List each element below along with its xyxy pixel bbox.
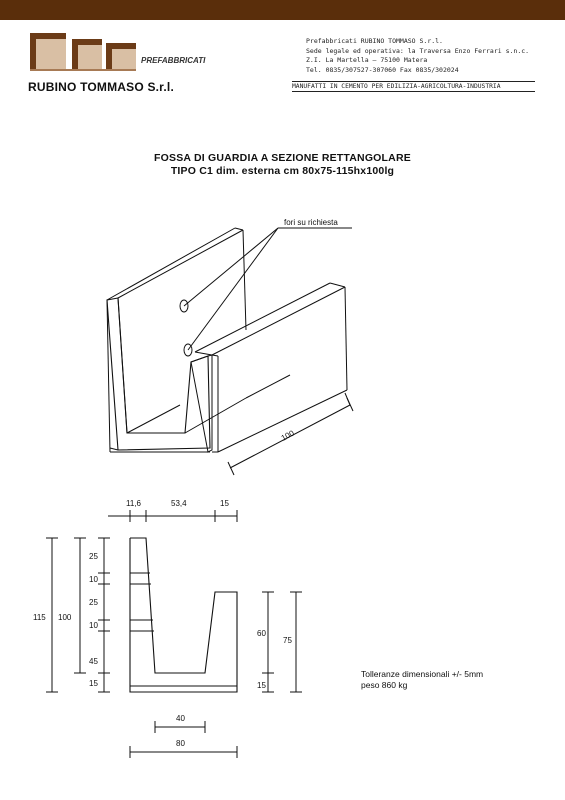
section-view [46,510,302,758]
dim-label: 60 [257,629,266,638]
weight-note: peso 860 kg [361,680,408,690]
address-line: Prefabbricati RUBINO TOMMASO S.r.l. [306,37,443,45]
tolerance-note: Tolleranze dimensionali +/- 5mm [361,669,484,679]
document-title: FOSSA DI GUARDIA A SEZIONE RETTANGOLARE … [0,152,565,178]
dim-label: 15 [220,499,229,508]
dim-label: 25 [89,552,98,561]
top-color-bar [0,0,565,20]
dim-label: 45 [89,657,98,666]
company-address: Prefabbricati RUBINO TOMMASO S.r.l. Sede… [306,37,529,75]
prefab-label: PREFABBRICATI [141,56,206,65]
company-name: RUBINO TOMMASO S.r.l. [28,80,174,94]
holes-label: fori su richiesta [284,218,338,227]
length-dim-label: 100 [280,428,296,442]
dim-label: 75 [283,636,292,645]
dim-label: 100 [58,613,72,622]
address-line: Tel. 0835/307527-307060 Fax 0835/302024 [306,65,459,74]
company-logo [30,33,140,73]
dim-label: 115 [33,613,46,622]
title-line: FOSSA DI GUARDIA A SEZIONE RETTANGOLARE [154,152,411,164]
isometric-view [106,227,354,476]
dim-label: 10 [89,621,98,630]
dim-label: 25 [89,598,98,607]
dim-label: 11,6 [126,499,142,508]
subtitle-line: TIPO C1 dim. esterna cm 80x75-115hx100lg [170,165,395,177]
dim-label: 80 [176,739,185,748]
address-line: Z.I. La Martella — 75100 Matera [306,56,428,64]
company-tagline: MANUFATTI IN CEMENTO PER EDILIZIA-AGRICO… [292,81,535,92]
notes-block: Tolleranze dimensionali +/- 5mm peso 860… [361,669,483,691]
address-line: Sede legale ed operativa: la Traversa En… [306,46,530,55]
dim-label: 53,4 [171,499,187,508]
dim-label: 10 [89,575,98,584]
dim-label: 40 [176,714,185,723]
dim-label: 15 [89,679,98,688]
dim-label: 15 [257,681,266,690]
